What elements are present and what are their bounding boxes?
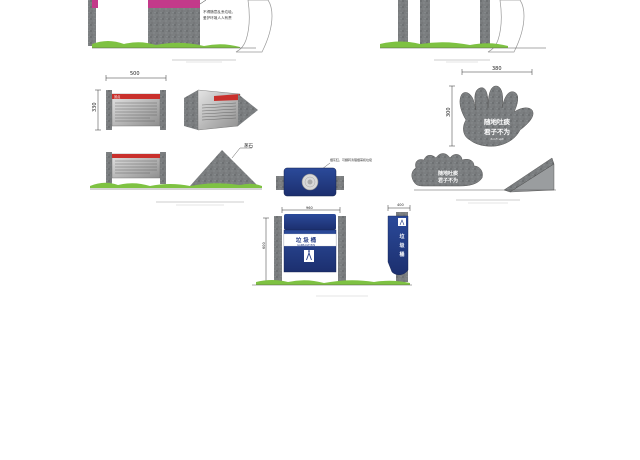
post-c	[480, 0, 490, 46]
info-sign-group: 500 330 景点	[90, 71, 262, 206]
bin-side-icon	[398, 218, 406, 226]
dim-500-label: 500	[130, 71, 140, 77]
bin-lid-front	[284, 214, 336, 230]
hand-sign-small: don't spit	[490, 137, 504, 141]
info-panel-2-header	[112, 154, 160, 158]
info-post-left-2	[106, 152, 112, 184]
info-post-left	[106, 90, 112, 130]
bin-side-char-1: 垃	[399, 233, 404, 240]
hand-sign-line2: 君子不为	[484, 127, 510, 136]
grass-strip	[92, 41, 240, 48]
bin-post-right	[338, 216, 346, 282]
sign-text-2: 爱护环境人人有责	[203, 15, 232, 20]
hand-stone-line1: 随地吐痰	[438, 170, 459, 177]
dim-300-label: 300	[446, 107, 452, 117]
info-post-right	[160, 90, 166, 130]
info-back-stone	[238, 94, 258, 126]
hand-sign-group: 380 300 随地吐痰 君子不为 don't spit 随地吐痰 君子不为	[411, 66, 556, 204]
pink-accent	[92, 0, 98, 8]
info-persp-lines	[201, 102, 237, 121]
grass-strip-2	[380, 41, 508, 48]
post-left	[88, 0, 96, 46]
top-right-group	[380, 0, 546, 63]
pink-top-band	[148, 0, 200, 8]
post-a	[398, 0, 408, 46]
bin-side-body	[387, 215, 409, 275]
grass-strip-4	[256, 280, 410, 285]
hand-stone-line2: 君子不为	[438, 177, 458, 184]
stone-label: 茅石	[244, 142, 253, 149]
info-panel-header-bar	[112, 94, 160, 99]
triangle-stone	[190, 150, 258, 186]
hand-sign-line1: 随地吐痰	[484, 117, 511, 126]
bin-post-left	[274, 216, 282, 282]
lid-stone-right	[334, 176, 344, 190]
dim-330-label: 330	[92, 102, 98, 112]
person-outline	[235, 0, 273, 53]
bin-title: 垃 圾 桶	[296, 236, 317, 244]
dim-380-label: 380	[492, 66, 502, 72]
recycle-person-icon	[304, 250, 314, 262]
info-panel-2-lines	[115, 160, 157, 174]
info-panel-header: 景点	[114, 94, 121, 99]
bin-side-char-2: 圾	[399, 242, 404, 249]
info-side-post	[184, 90, 198, 130]
sign-text-1: 不得随意乱丢垃圾，	[203, 9, 235, 14]
bin-side-char-3: 桶	[399, 251, 404, 258]
dim-400-label: 400	[397, 203, 404, 207]
info-post-right-2	[160, 152, 166, 184]
info-panel-text-lines	[115, 102, 157, 122]
garbage-bin-group: 烟灰缸，可翻转清理烟蒂和垃圾 960 600 垃 圾 桶 GARBAGE BIN…	[252, 157, 412, 297]
bin-subtitle: GARBAGE BIN	[297, 243, 315, 247]
side-wedge-body	[509, 163, 555, 193]
hand-shaped-sign	[459, 85, 534, 147]
info-persp-header	[214, 94, 240, 101]
person-outline-2	[487, 0, 525, 53]
post-b	[420, 0, 430, 46]
dim-960-label: 960	[306, 206, 313, 210]
lid-stone-left	[276, 176, 286, 190]
bin-top-note: 烟灰缸，可翻转清理烟蒂和垃圾	[330, 157, 372, 162]
grass-strip-3	[90, 182, 262, 188]
info-panel	[111, 93, 161, 127]
bin-label-band	[283, 233, 337, 247]
dim-600-label: 600	[262, 242, 266, 249]
top-left-group: 不得随意乱丢垃圾， 爱护环境人人有责	[88, 0, 273, 63]
hand-stone-lower	[411, 153, 483, 187]
